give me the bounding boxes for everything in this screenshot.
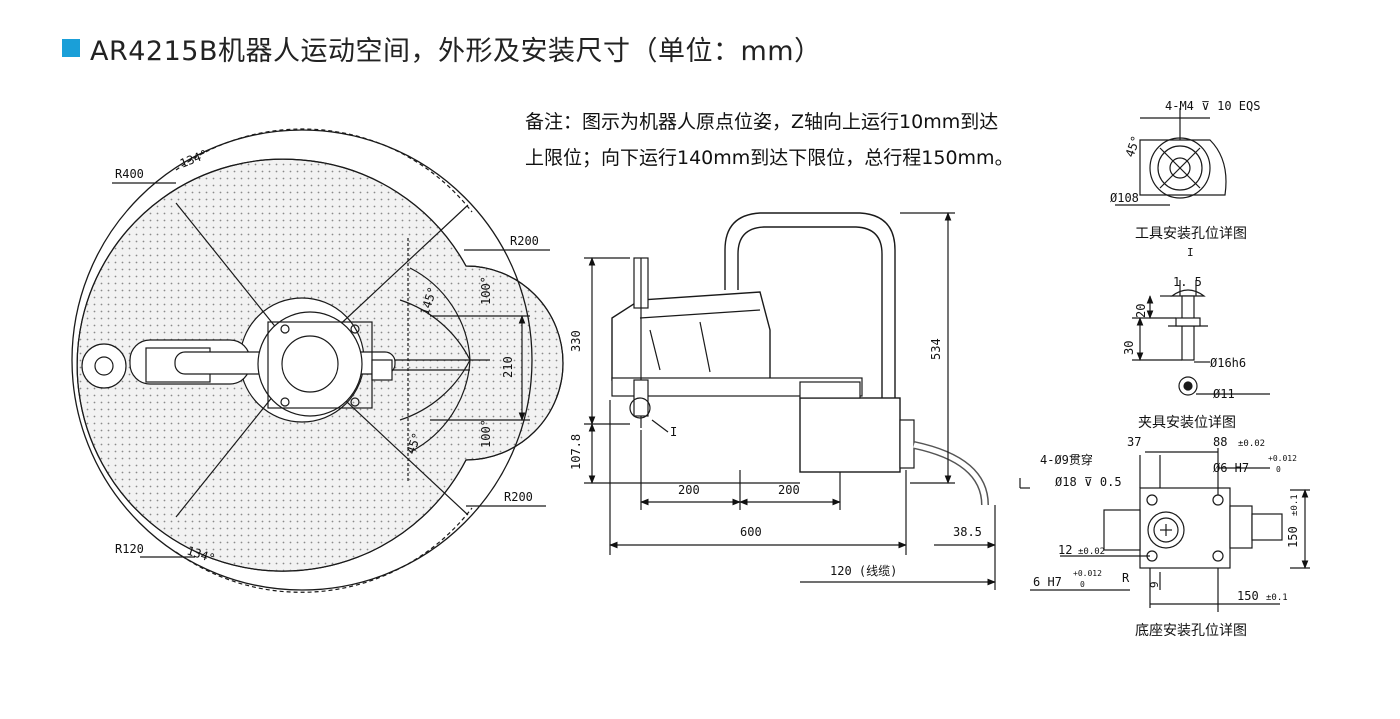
label-r120: R120 [115,542,144,556]
label-base-9: 9 [1148,581,1161,588]
label-angle-100-top: 100° [479,276,493,305]
label-tool-angle: 45° [1123,134,1144,159]
label-dim-107-8: 107.8 [569,434,583,470]
label-fixture-11: Ø11 [1213,387,1235,401]
label-base-counterbore: Ø18 ⊽ 0.5 [1055,475,1122,489]
page-title: AR4215B机器人运动空间，外形及安装尺寸（单位：mm） [90,35,822,67]
label-base-fit-bottom-lower: 0 [1080,580,1085,589]
label-angle-45: 45° [404,431,425,456]
label-r400: R400 [115,167,144,181]
label-base-37: 37 [1127,435,1141,449]
label-dim-200-b: 200 [778,483,800,497]
label-base-fit-bottom-upper: +0.012 [1073,569,1102,578]
label-r200-top: R200 [510,234,539,248]
top-view [71,128,564,593]
label-dim-330: 330 [569,330,583,352]
label-base-6h7-top: Ø6 H7 [1213,461,1249,475]
label-base-150-v: 150 [1286,526,1300,548]
label-dim-200-a: 200 [678,483,700,497]
label-base-fit-top-lower: 0 [1276,465,1281,474]
accent-square-icon [62,39,80,57]
label-detail-i: I [670,425,677,439]
label-dim-38-5: 38.5 [953,525,982,539]
tool-detail [1115,108,1227,206]
base-detail-caption: 底座安装孔位详图 [1135,623,1247,639]
label-base-12-tol: ±0.02 [1078,547,1105,557]
side-view [584,212,996,590]
note-line-2: 上限位；向下运行140mm到达下限位，总行程150mm。 [525,147,1014,169]
label-dim-cable: 120 (线缆) [830,564,897,578]
label-fixture-16h6: Ø16h6 [1210,356,1246,370]
outer-reach-circle [71,129,533,591]
label-base-6h7-bottom: 6 H7 [1033,575,1062,589]
label-base-fit-top-upper: +0.012 [1268,454,1297,463]
label-base-88-tol: ±0.02 [1238,439,1265,449]
label-dim-534: 534 [929,338,943,360]
label-angle-100-bottom: 100° [479,419,493,448]
label-base-r: R [1122,571,1130,585]
label-base-150-h: 150 [1237,589,1259,603]
label-r200-bottom: R200 [504,490,533,504]
note-line-1: 备注：图示为机器人原点位姿，Z轴向上运行10mm到达 [525,111,998,133]
fixture-detail [1132,280,1270,396]
label-fixture-20: 20 [1134,304,1148,318]
page-header: AR4215B机器人运动空间，外形及安装尺寸（单位：mm） [62,28,822,68]
label-base-12: 12 [1058,543,1072,557]
label-base-150-v-tol: ±0.1 [1290,494,1300,516]
tool-detail-caption: 工具安装孔位详图 [1135,226,1247,242]
label-dim-210: 210 [501,356,515,378]
label-base-150-h-tol: ±0.1 [1266,593,1288,603]
label-base-hole: 4-Ø9贯穿 [1040,452,1093,467]
label-base-88: 88 [1213,435,1227,449]
fixture-detail-caption: 夹具安装位详图 [1138,415,1236,431]
label-tool-i: I [1187,246,1194,259]
label-dim-600: 600 [740,525,762,539]
label-fixture-30: 30 [1122,341,1136,355]
base-detail [1019,448,1310,612]
label-tool-diameter: Ø108 [1110,191,1139,205]
label-fixture-1-5: 1. 5 [1173,275,1202,289]
label-angle-134-top: 134° [178,147,210,171]
label-tool-callout: 4-M4 ⊽ 10 EQS [1165,99,1260,113]
